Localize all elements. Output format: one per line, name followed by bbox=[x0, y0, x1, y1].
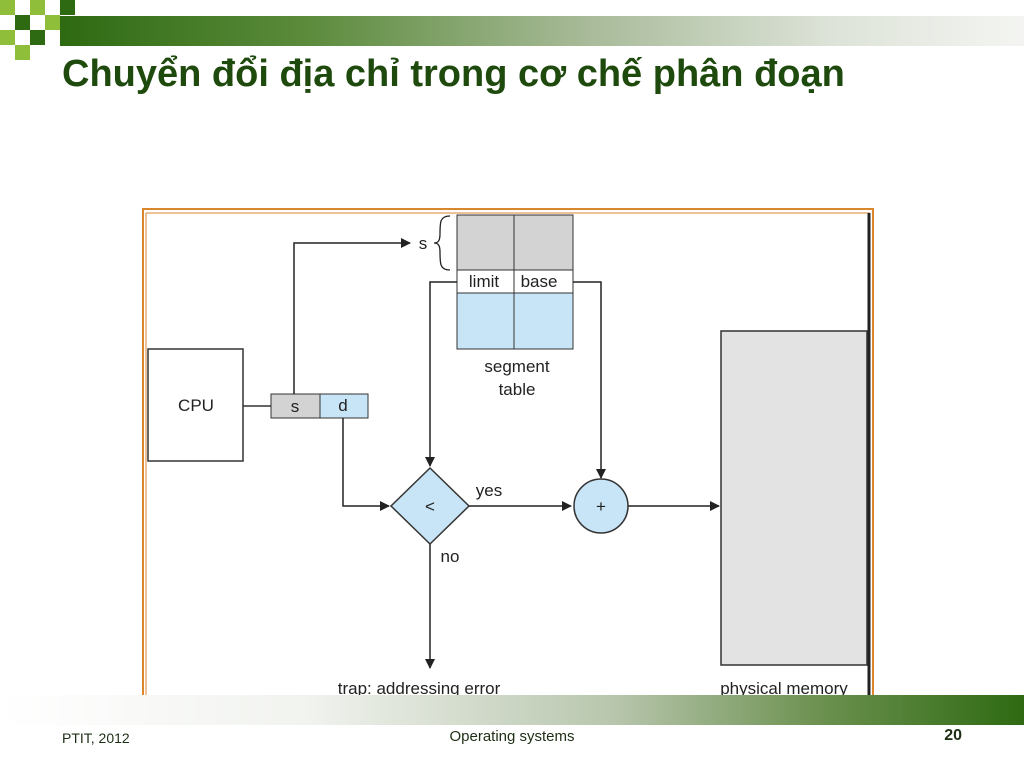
limit-arrow bbox=[425, 281, 457, 467]
segment-index-label: s bbox=[419, 234, 428, 253]
footer-course-title: Operating systems bbox=[449, 728, 575, 745]
segment-table: limit base segment table bbox=[456, 214, 574, 399]
physical-memory-label: physical memory bbox=[720, 679, 848, 698]
trap-label: trap: addressing error bbox=[338, 679, 501, 698]
base-label: base bbox=[521, 272, 558, 291]
segment-table-label-line1: segment bbox=[484, 357, 549, 376]
no-label: no bbox=[441, 547, 460, 566]
s-arrow bbox=[293, 238, 411, 394]
cpu-label: CPU bbox=[178, 396, 214, 415]
slide-number: 20 bbox=[944, 727, 962, 744]
limit-label: limit bbox=[469, 272, 499, 291]
footer-gradient-bar bbox=[0, 695, 1024, 725]
cpu-box: CPU bbox=[147, 348, 244, 462]
yes-label: yes bbox=[476, 481, 502, 500]
slide-title: Chuyển đổi địa chỉ trong cơ chế phân đoạ… bbox=[62, 53, 845, 95]
footer-author: PTIT, 2012 bbox=[62, 730, 130, 746]
brace-icon bbox=[433, 215, 451, 271]
corner-decoration bbox=[0, 0, 75, 60]
address-s-label: s bbox=[291, 397, 300, 416]
base-arrow bbox=[573, 281, 606, 479]
adder-circle: + bbox=[573, 478, 629, 534]
header-gradient-bar bbox=[60, 16, 1024, 46]
adder-symbol: + bbox=[596, 497, 606, 516]
offset-arrow bbox=[342, 418, 390, 511]
compare-diamond: < bbox=[389, 466, 471, 546]
address-d-label: d bbox=[338, 396, 347, 415]
logical-address: s d bbox=[270, 393, 369, 419]
physical-memory-box bbox=[720, 330, 868, 666]
compare-symbol: < bbox=[425, 497, 435, 516]
segment-table-label-line2: table bbox=[499, 380, 536, 399]
